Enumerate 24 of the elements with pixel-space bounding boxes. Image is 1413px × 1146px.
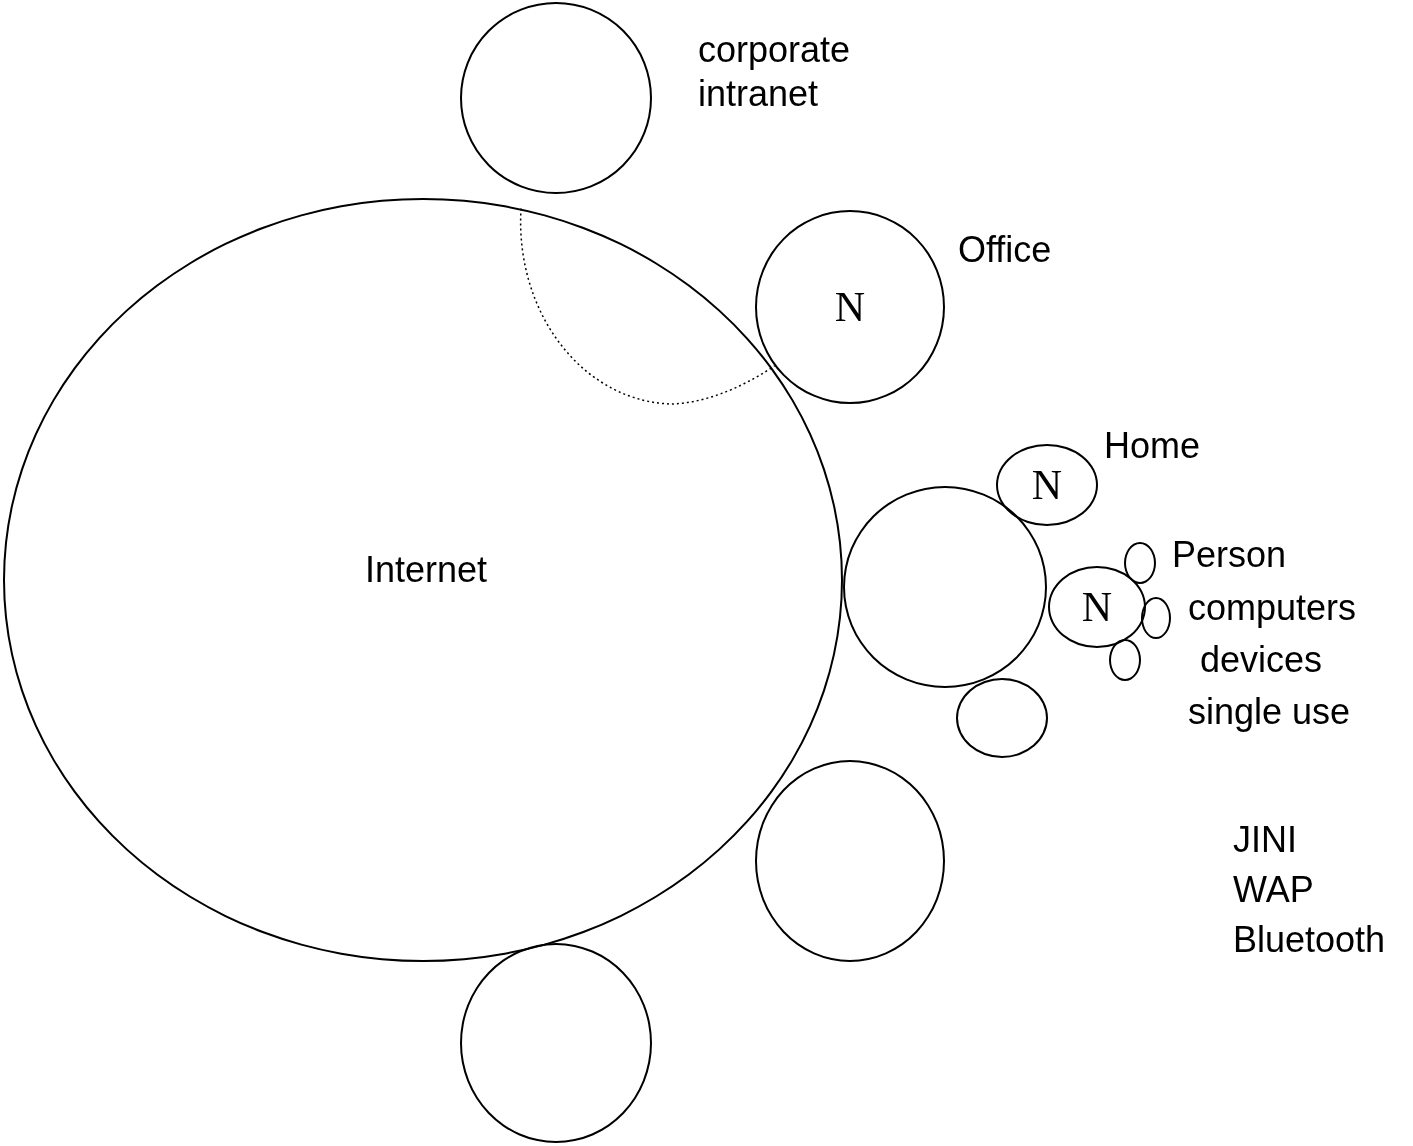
- node-caption: single use: [1188, 690, 1351, 734]
- empty-circle: [460, 2, 652, 194]
- node-caption: Office: [958, 228, 1052, 272]
- node-letter: N: [834, 286, 866, 328]
- technology-label: Bluetooth: [1233, 918, 1386, 962]
- node-circle: [996, 444, 1098, 526]
- empty-circle: [1141, 597, 1171, 639]
- node-caption: corporate intranet: [698, 28, 852, 116]
- empty-circle: [755, 760, 945, 962]
- network-label: Internet: [364, 552, 488, 588]
- node-circle: [755, 210, 945, 404]
- node-letter: N: [1031, 464, 1063, 506]
- technology-label: WAP: [1233, 868, 1314, 912]
- empty-circle: [1124, 542, 1156, 584]
- node-caption: devices: [1200, 638, 1323, 682]
- node-letter: N: [1081, 586, 1113, 628]
- node-caption: Home: [1104, 424, 1201, 468]
- node-caption: Person: [1172, 533, 1287, 577]
- empty-circle: [460, 943, 652, 1143]
- node-circle: [1048, 566, 1146, 648]
- empty-circle: [1109, 639, 1141, 681]
- node-caption: computers: [1188, 586, 1357, 630]
- empty-circle: [956, 678, 1048, 758]
- technology-label: JINI: [1233, 818, 1297, 862]
